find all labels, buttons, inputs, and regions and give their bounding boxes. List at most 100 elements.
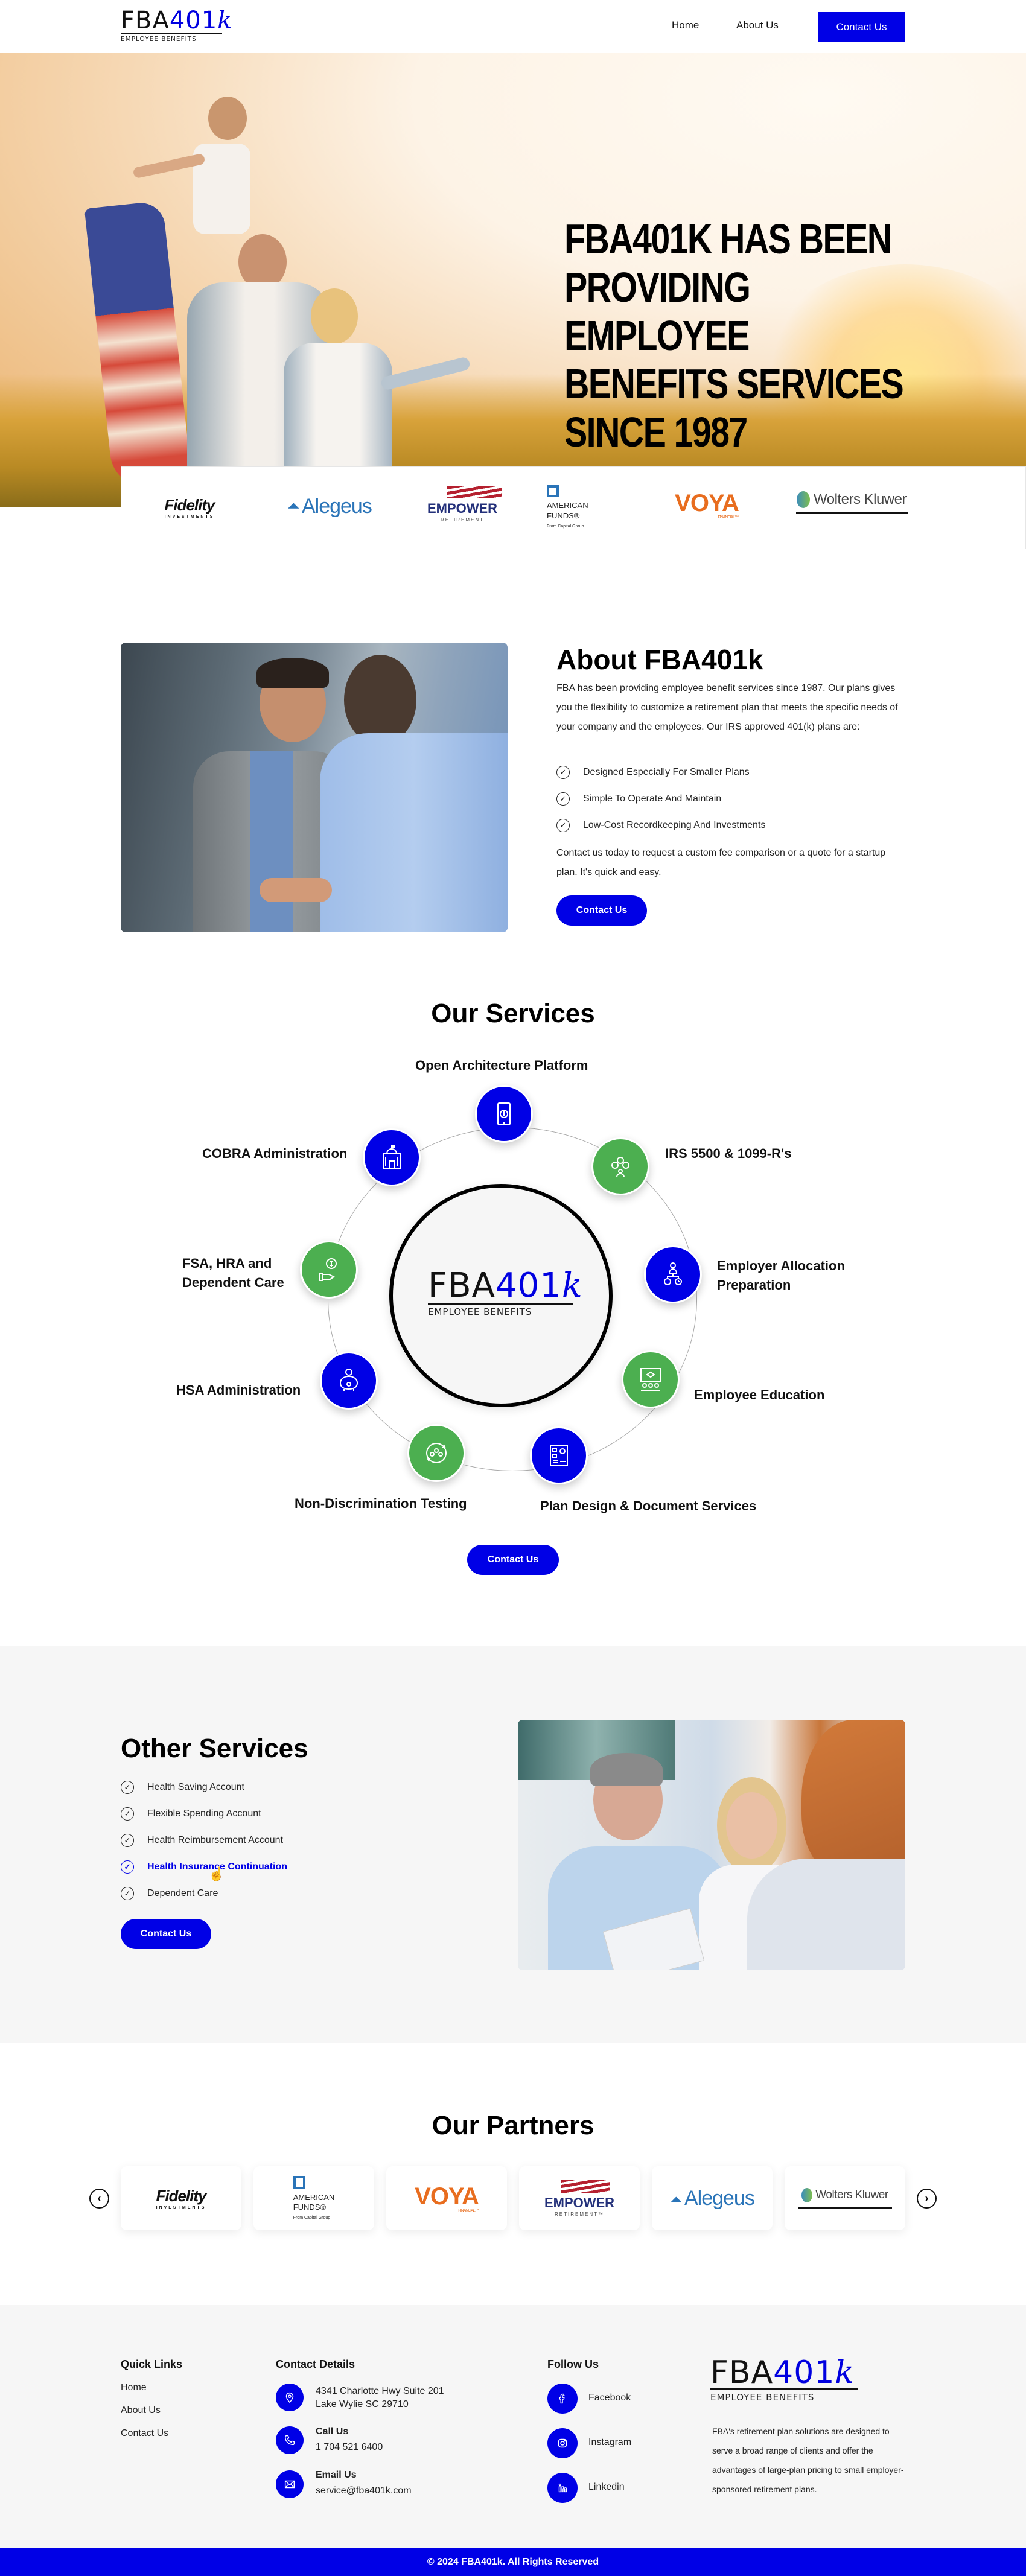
hero-family-photo — [84, 83, 471, 507]
person-finance-icon — [611, 1157, 629, 1178]
nav-about-us[interactable]: About Us — [736, 19, 779, 31]
footer-logo: FBA401k EMPLOYEE BENEFITS — [710, 2357, 861, 2403]
site-header: FBA401k EMPLOYEE BENEFITS Home About Us … — [0, 0, 1026, 53]
us-flag-graphic — [84, 200, 193, 491]
about-paragraph: FBA has been providing employee benefit … — [556, 683, 898, 732]
other-services-title: Other Services — [121, 1734, 308, 1763]
footer-link-home[interactable]: Home — [121, 2382, 147, 2393]
instagram-link[interactable]: Instagram — [588, 2437, 632, 2447]
copyright-text: © 2024 FBA401k. All Rights Reserved — [427, 2556, 599, 2567]
blueprint-icon — [550, 1445, 568, 1466]
location-pin-icon — [276, 2384, 304, 2411]
call-us-block: Call Us 1 704 521 6400 — [316, 2425, 383, 2454]
address-text: 4341 Charlotte Hwy Suite 201 Lake Wylie … — [316, 2386, 444, 2409]
partner-card-wolters-kluwer[interactable]: Wolters Kluwer — [785, 2166, 905, 2230]
contact-details-title: Contact Details — [276, 2358, 355, 2370]
about-contact-button[interactable]: Contact Us — [556, 895, 647, 926]
footer-link-about-us[interactable]: About Us — [121, 2405, 161, 2415]
empower-logo: EMPOWER RETIREMENT — [420, 486, 505, 523]
check-circle-icon: ✓ — [121, 1834, 134, 1847]
check-circle-icon: ✓ — [121, 1860, 134, 1874]
nav-contact-button[interactable]: Contact Us — [818, 12, 905, 42]
other-service-item[interactable]: ✓ Flexible Spending Account — [121, 1807, 261, 1821]
other-services-contact-button[interactable]: Contact Us — [121, 1919, 211, 1949]
service-node-non-discrimination[interactable] — [407, 1424, 465, 1482]
feature-item: ✓ Simple To Operate And Maintain — [556, 792, 721, 806]
voya-logo: VOYA FINANCIAL™ — [675, 490, 739, 520]
check-circle-icon: ✓ — [121, 1781, 134, 1794]
email-link[interactable]: service@fba401k.com — [316, 2485, 412, 2496]
instagram-icon[interactable] — [547, 2428, 578, 2458]
service-label: Employer Allocation Preparation — [717, 1258, 845, 1293]
header-logo[interactable]: FBA401k EMPLOYEE BENEFITS — [121, 7, 233, 43]
email-us-block: Email Us service@fba401k.com — [316, 2469, 412, 2498]
consultation-photo — [518, 1720, 905, 1970]
service-label: Plan Design & Document Services — [540, 1498, 757, 1513]
partner-card-alegeus[interactable]: ⏶Alegeus — [652, 2166, 773, 2230]
footer-link-contact-us[interactable]: Contact Us — [121, 2428, 169, 2438]
services-contact-button[interactable]: Contact Us — [467, 1545, 559, 1575]
partner-card-fidelity[interactable]: Fidelity INVESTMENTS — [121, 2166, 241, 2230]
check-circle-icon: ✓ — [556, 792, 570, 806]
partner-card-american-funds[interactable]: AMERICAN FUNDS® From Capital Group — [253, 2166, 374, 2230]
carousel-prev-button[interactable]: ‹ — [89, 2189, 109, 2209]
carousel-next-button[interactable]: › — [917, 2189, 937, 2209]
footer-about-text: FBA's retirement plan solutions are desi… — [712, 2426, 904, 2494]
presentation-audience-icon — [640, 1368, 661, 1391]
check-circle-icon: ✓ — [121, 1887, 134, 1900]
service-node-fsa-hra[interactable] — [300, 1241, 358, 1299]
service-node-employer-allocation[interactable] — [644, 1245, 702, 1303]
partner-card-voya[interactable]: VOYA FINANCIAL™ — [386, 2166, 507, 2230]
service-node-plan-design[interactable] — [530, 1426, 588, 1484]
american-funds-logo: AMERICAN FUNDS® From Capital Group — [547, 485, 619, 529]
service-node-hsa[interactable] — [320, 1352, 378, 1410]
service-node-cobra[interactable] — [363, 1128, 421, 1186]
alegeus-logo: ⏶Alegeus — [287, 494, 372, 518]
service-label: COBRA Administration — [202, 1146, 348, 1161]
chevron-left-icon: ‹ — [97, 2192, 101, 2204]
hand-dollar-icon — [319, 1258, 337, 1281]
service-label: IRS 5500 & 1099-R's — [665, 1146, 792, 1161]
check-circle-icon: ✓ — [556, 819, 570, 832]
feature-item: ✓ Designed Especially For Smaller Plans — [556, 766, 750, 779]
service-label: Non-Discrimination Testing — [295, 1496, 467, 1511]
linkedin-link[interactable]: Linkedin — [588, 2482, 625, 2492]
services-center-logo: FBA401k EMPLOYEE BENEFITS — [389, 1184, 613, 1407]
copyright-bar: © 2024 FBA401k. All Rights Reserved — [0, 2548, 1026, 2576]
partner-logo-strip: Fidelity INVESTMENTS ⏶Alegeus EMPOWER RE… — [121, 466, 1026, 549]
government-building-icon — [383, 1145, 401, 1169]
facebook-icon[interactable] — [547, 2384, 578, 2414]
site-footer — [0, 2305, 1026, 2548]
other-service-item-active[interactable]: ✓ Health Insurance Continuation — [121, 1860, 287, 1874]
follow-us-title: Follow Us — [547, 2358, 599, 2370]
about-title: About FBA401k — [556, 644, 763, 675]
other-service-item[interactable]: ✓ Health Reimbursement Account — [121, 1834, 283, 1847]
nav-home[interactable]: Home — [672, 19, 699, 31]
quick-links-title: Quick Links — [121, 2358, 183, 2370]
chevron-right-icon: › — [925, 2192, 929, 2204]
service-label: HSA Administration — [176, 1382, 301, 1398]
about-closing: Contact us today to request a custom fee… — [556, 848, 886, 877]
feature-item: ✓ Low-Cost Recordkeeping And Investments — [556, 819, 765, 832]
service-node-employee-education[interactable] — [622, 1350, 680, 1408]
hero-title: FBA401K HAS BEEN PROVIDING EMPLOYEE BENE… — [564, 215, 904, 456]
about-handshake-photo — [121, 643, 508, 932]
people-cycle-icon — [426, 1443, 447, 1463]
facebook-link[interactable]: Facebook — [588, 2393, 631, 2403]
partner-card-empower[interactable]: EMPOWER RETIREMENT™ — [519, 2166, 640, 2230]
org-chart-gear-icon — [664, 1262, 682, 1285]
check-circle-icon: ✓ — [556, 766, 570, 779]
hero-banner: FBA401K HAS BEEN PROVIDING EMPLOYEE BENE… — [0, 53, 1026, 507]
service-node-irs-5500[interactable] — [591, 1137, 649, 1195]
service-label: Employee Education — [694, 1387, 825, 1402]
service-node-open-architecture[interactable] — [475, 1085, 533, 1143]
mobile-dollar-icon — [497, 1102, 511, 1125]
other-service-item[interactable]: ✓ Health Saving Account — [121, 1781, 244, 1794]
linkedin-icon[interactable] — [547, 2473, 578, 2503]
envelope-icon — [276, 2470, 304, 2498]
hand-cursor-icon: ☝ — [208, 1866, 225, 1881]
phone-link[interactable]: 1 704 521 6400 — [316, 2442, 383, 2452]
other-service-item[interactable]: ✓ Dependent Care — [121, 1887, 218, 1900]
phone-icon — [276, 2426, 304, 2454]
piggy-bank-icon — [339, 1369, 358, 1391]
